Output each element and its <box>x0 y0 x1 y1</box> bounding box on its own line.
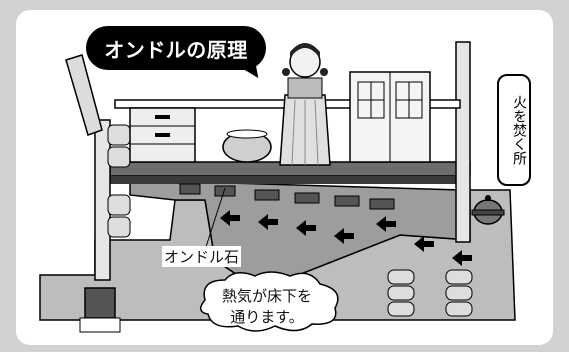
wall-stone <box>107 124 131 146</box>
heat-label-line1: 熱気が床下を <box>222 287 313 305</box>
heat-arrow <box>258 214 278 230</box>
ondol-stone <box>254 189 280 201</box>
wall-stone <box>107 146 131 168</box>
wall-stone <box>387 269 415 285</box>
floor-under <box>110 176 470 184</box>
wall-stone <box>445 269 473 285</box>
fire-pot <box>471 195 505 225</box>
wall-stone <box>387 285 415 301</box>
title-bubble: オンドルの原理 <box>86 26 266 70</box>
heat-arrow <box>414 236 434 252</box>
ondol-stone-label: オンドル石 <box>162 246 242 267</box>
heat-arrow <box>296 220 316 236</box>
heat-flow-label: 熱気が床下を 通ります。 <box>222 286 312 328</box>
heat-arrow <box>452 250 472 266</box>
fire-place-label: 火を焚く所 <box>497 74 531 186</box>
wall-stone <box>445 285 473 301</box>
stone-label-pointer <box>204 187 226 251</box>
chimney-base <box>84 287 116 319</box>
heat-flow-arrows <box>220 210 472 266</box>
wall-stone <box>107 216 131 238</box>
heat-arrow <box>334 228 354 244</box>
ondol-stone <box>294 192 320 204</box>
woman-figure <box>279 43 331 166</box>
heat-arrow <box>376 216 396 232</box>
heat-label-line2: 通ります。 <box>230 308 304 326</box>
heat-cloud <box>199 271 339 332</box>
heat-arrow <box>220 210 240 226</box>
ondol-stone <box>214 185 236 197</box>
wall-stone <box>445 301 473 317</box>
wall-stone <box>107 194 131 216</box>
wall-stone <box>387 301 415 317</box>
right-pillar <box>455 41 471 243</box>
door-panel <box>65 54 103 136</box>
chimney-vent <box>79 317 121 333</box>
ondol-stone <box>179 183 201 195</box>
ondol-stone <box>369 198 395 210</box>
ondol-stone <box>334 195 360 207</box>
